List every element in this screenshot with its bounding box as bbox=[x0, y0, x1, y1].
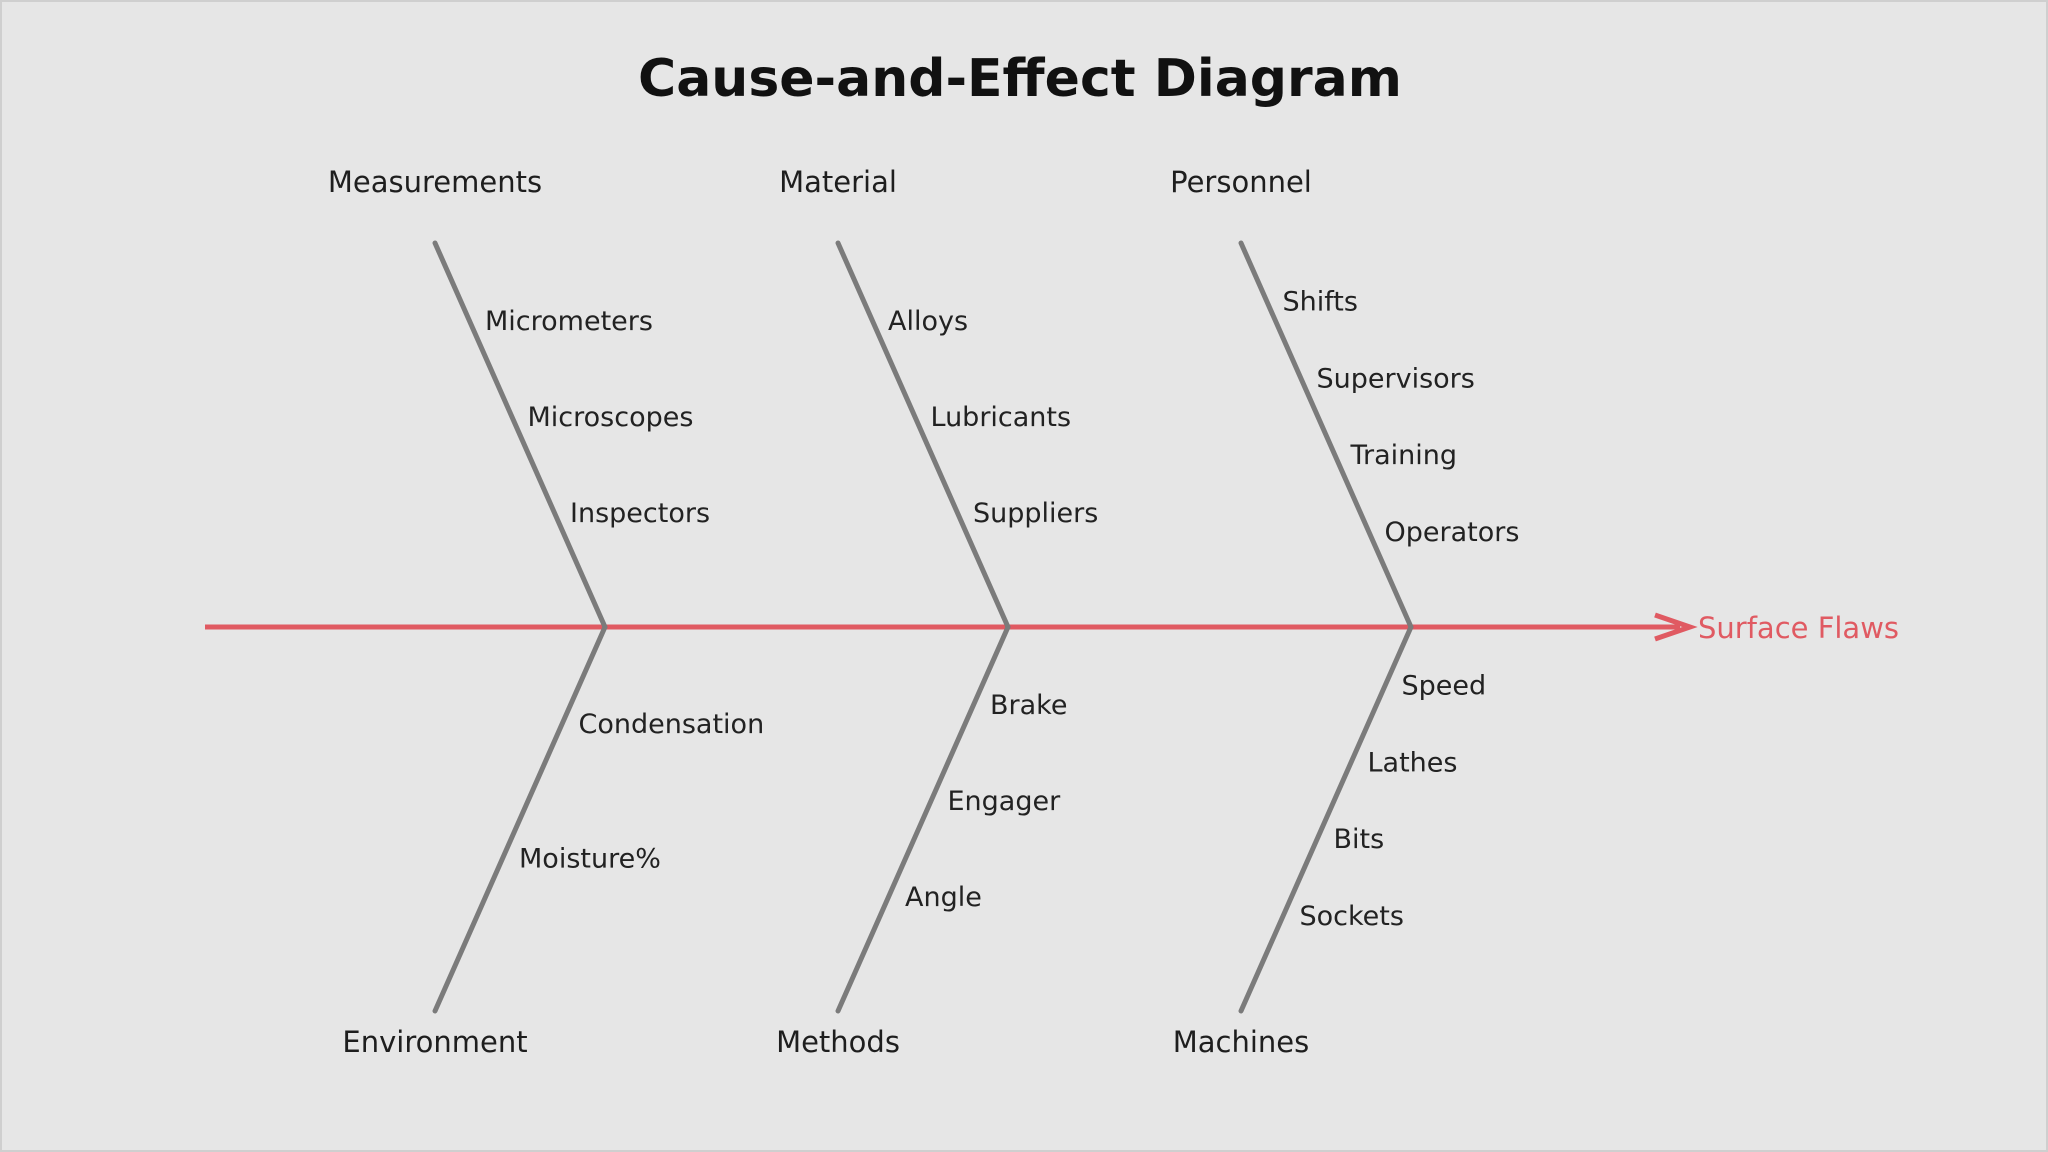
cause-label-angle: Angle bbox=[905, 882, 982, 913]
cause-label-training: Training bbox=[1350, 440, 1458, 471]
category-label-environment: Environment bbox=[342, 1025, 527, 1059]
effect-arrowhead bbox=[1654, 612, 1698, 642]
bone-personnel bbox=[1238, 240, 1414, 630]
bone-material bbox=[835, 240, 1011, 630]
bone-methods bbox=[835, 624, 1011, 1014]
cause-label-operators: Operators bbox=[1385, 517, 1520, 548]
cause-label-speed: Speed bbox=[1402, 671, 1487, 702]
cause-label-alloys: Alloys bbox=[888, 306, 968, 337]
category-bones: MeasurementsMicrometersMicroscopesInspec… bbox=[328, 165, 1520, 1059]
bone-machines bbox=[1238, 624, 1414, 1014]
category-label-machines: Machines bbox=[1173, 1025, 1310, 1059]
cause-label-brake: Brake bbox=[990, 690, 1067, 721]
cause-label-inspectors: Inspectors bbox=[570, 498, 710, 529]
effect-label: Surface Flaws bbox=[1698, 611, 1899, 645]
cause-label-bits: Bits bbox=[1334, 824, 1385, 855]
category-label-methods: Methods bbox=[776, 1025, 900, 1059]
bone-measurements bbox=[432, 240, 608, 630]
cause-label-microscopes: Microscopes bbox=[528, 402, 694, 433]
category-label-material: Material bbox=[779, 165, 897, 199]
cause-label-sockets: Sockets bbox=[1300, 901, 1404, 932]
cause-label-suppliers: Suppliers bbox=[973, 498, 1098, 529]
diagram-title: Cause-and-Effect Diagram bbox=[638, 49, 1402, 109]
category-label-personnel: Personnel bbox=[1170, 165, 1312, 199]
category-label-measurements: Measurements bbox=[328, 165, 542, 199]
cause-label-micrometers: Micrometers bbox=[485, 306, 653, 337]
cause-label-lathes: Lathes bbox=[1368, 747, 1458, 778]
cause-label-engager: Engager bbox=[948, 786, 1062, 817]
cause-label-supervisors: Supervisors bbox=[1317, 363, 1475, 394]
arrowhead-shape bbox=[1654, 612, 1698, 642]
bone-environment bbox=[432, 624, 608, 1014]
cause-label-lubricants: Lubricants bbox=[931, 402, 1072, 433]
cause-label-shifts: Shifts bbox=[1283, 287, 1358, 318]
cause-label-moisture: Moisture% bbox=[519, 843, 661, 874]
cause-label-condensation: Condensation bbox=[579, 709, 765, 740]
